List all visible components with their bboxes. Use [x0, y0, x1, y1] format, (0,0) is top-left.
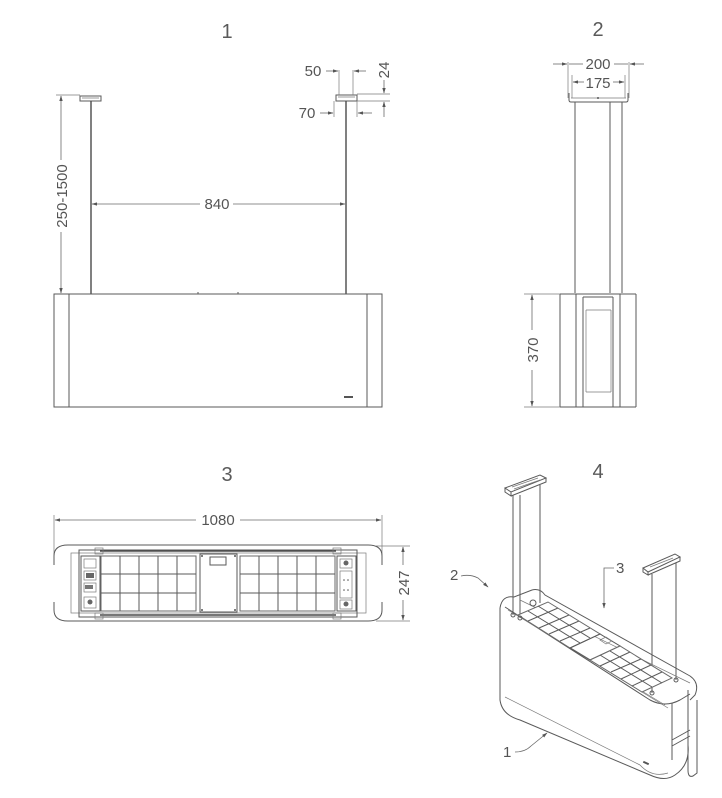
- view-1-label: 1: [221, 21, 232, 43]
- bracket-outer-value: 70: [299, 105, 316, 122]
- unit-length-value: 1080: [201, 512, 234, 529]
- left-end-components: [80, 555, 101, 612]
- dimension-bracket-inner: 50: [305, 63, 366, 80]
- view-2-label: 2: [592, 19, 603, 41]
- dimension-rod-spacing: 840: [91, 196, 346, 213]
- iso-left-bracket: [503, 474, 548, 497]
- iso-left-filter-grid: [516, 601, 602, 649]
- dimension-bracket-height: 24: [357, 62, 393, 117]
- bracket-outer-width-value: 200: [585, 56, 610, 73]
- unit-shell-plan: [53, 544, 383, 622]
- callout-1: 1: [503, 732, 548, 761]
- dimension-unit-height: 370: [524, 293, 560, 408]
- bracket-height-value: 24: [376, 62, 393, 79]
- dimension-bracket-outer: 70: [299, 101, 372, 122]
- bracket-inner-width-value: 175: [585, 75, 610, 92]
- suspension-height-value: 250-1500: [54, 164, 71, 227]
- view-1-front-elevation: 1 250-1500 840: [53, 21, 393, 408]
- view-3-label: 3: [221, 464, 232, 486]
- logo-badge: [344, 396, 353, 398]
- view-4-isometric: 4: [450, 461, 698, 779]
- dimension-bracket-outer-width: 200: [553, 56, 644, 98]
- right-filter-grid: [239, 555, 336, 612]
- unit-body-side: [559, 293, 637, 408]
- center-access-panel: [199, 553, 238, 613]
- left-filter-grid: [100, 555, 197, 612]
- side-ceiling-bracket: [568, 93, 629, 103]
- dimension-bracket-inner-width: 175: [571, 75, 626, 98]
- right-end-components: [336, 555, 357, 612]
- side-suspension-column: [574, 102, 623, 293]
- iso-right-bracket: [642, 553, 682, 576]
- right-ceiling-bracket: [335, 70, 358, 102]
- callout-1-number: 1: [503, 744, 511, 761]
- view-2-side-elevation: 2 200 175: [524, 19, 644, 408]
- iso-right-filter-grid: [588, 645, 674, 693]
- callout-2-number: 2: [450, 567, 458, 584]
- unit-body-front: [53, 292, 383, 408]
- unit-height-value: 370: [525, 337, 542, 362]
- callout-2: 2: [450, 567, 489, 588]
- callout-3-number: 3: [616, 560, 624, 577]
- callout-3: 3: [602, 560, 624, 609]
- left-ceiling-bracket: [79, 95, 102, 102]
- dimension-suspension-height: 250-1500: [54, 94, 80, 294]
- iso-unit-body: [499, 589, 698, 779]
- rod-spacing-value: 840: [204, 196, 229, 213]
- bracket-inner-value: 50: [305, 63, 322, 80]
- iso-logo-badge: [642, 760, 650, 766]
- view-4-label: 4: [592, 461, 603, 483]
- view-3-top-plan: 3 1080 247: [53, 464, 413, 622]
- unit-depth-value: 247: [396, 570, 413, 595]
- dimension-unit-depth: 247: [376, 545, 413, 622]
